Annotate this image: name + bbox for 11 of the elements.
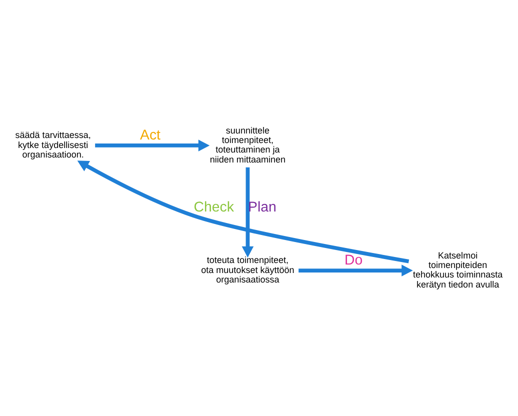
arrow bbox=[298, 264, 413, 276]
node-text: toteuta toimenpiteet, ota muutokset käyttöön organisaatiossa bbox=[201, 255, 294, 285]
edge-label: Act bbox=[140, 127, 160, 144]
arrow bbox=[77, 160, 410, 264]
node-text: suunnittele toimenpiteet, toteuttaminen ja niiden mittaaminen bbox=[210, 125, 286, 164]
edge-label: Check bbox=[194, 200, 234, 216]
arrow bbox=[242, 167, 254, 258]
node-text: Katselmoi toimenpiteiden tehokkuus toiminnasta kerätyn tiedon avulla bbox=[412, 250, 503, 290]
arrow bbox=[95, 140, 210, 152]
node-text: säädä tarvittaessa, kytke täydellisesti organisaatioon. bbox=[15, 130, 91, 160]
edge-label: Do bbox=[344, 252, 363, 268]
